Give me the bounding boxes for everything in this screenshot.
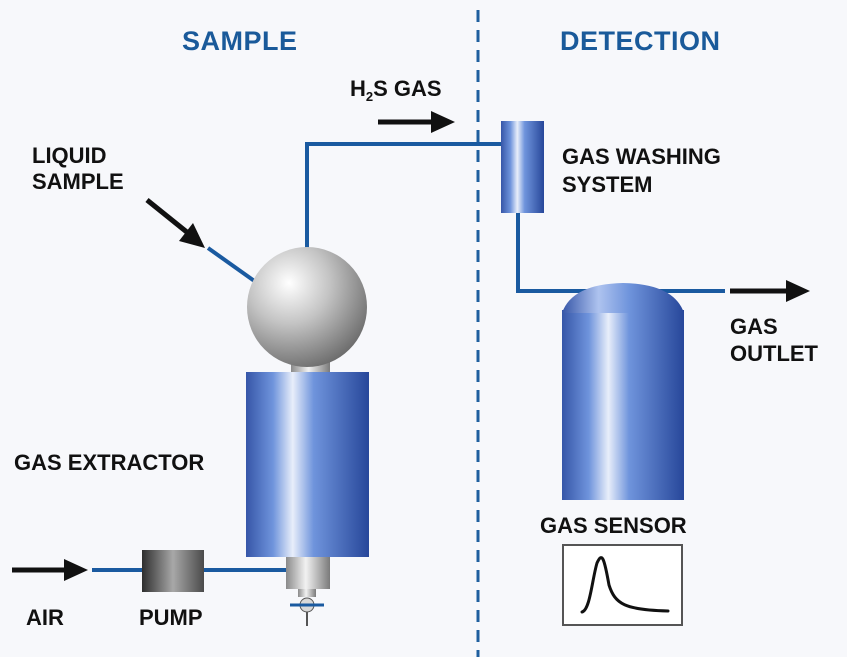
air-inlet-arrow — [12, 559, 88, 581]
gas-outlet-arrow — [730, 280, 810, 302]
peak-signal-graph-icon — [562, 544, 683, 626]
valve-icon — [290, 597, 324, 626]
liquid-sample-label-line-2: SAMPLE — [32, 169, 124, 194]
liquid-inlet-pipe — [206, 246, 262, 287]
liquid-sample-label-line-1: LIQUID — [32, 143, 107, 168]
pump-label: PUMP — [139, 605, 203, 630]
gas-outlet-label-line-1: GAS — [730, 314, 778, 339]
gas-extractor-label: GAS EXTRACTOR — [14, 450, 205, 475]
h2s-gas-label: H2S GAS — [350, 76, 442, 105]
h2s-gas-label-suffix: S GAS — [373, 76, 442, 101]
gas-sensor-label: GAS SENSOR — [540, 513, 687, 538]
h2s-gas-arrow — [378, 111, 455, 133]
gas-washing-system-label-line-2: SYSTEM — [562, 172, 653, 197]
gas-washing-system-label-line-1: GAS WASHING — [562, 144, 721, 169]
gas-outlet-label-line-2: OUTLET — [730, 341, 818, 366]
sample-section-heading: SAMPLE — [182, 26, 298, 56]
washer-to-sensor-pipe — [516, 213, 725, 293]
liquid-sample-arrow — [145, 198, 205, 248]
gas-sensor-body — [562, 283, 684, 500]
gas-extractor-body — [246, 352, 369, 597]
h2s-gas-label-prefix: H — [350, 76, 366, 101]
gas-washing-system-body — [501, 121, 544, 213]
pump-body — [142, 550, 204, 592]
extraction-sphere — [247, 247, 367, 367]
detection-section-heading: DETECTION — [560, 26, 721, 56]
h2s-gas-pipe — [305, 142, 502, 250]
air-label: AIR — [26, 605, 64, 630]
h2s-gas-label-subscript: 2 — [365, 89, 374, 104]
